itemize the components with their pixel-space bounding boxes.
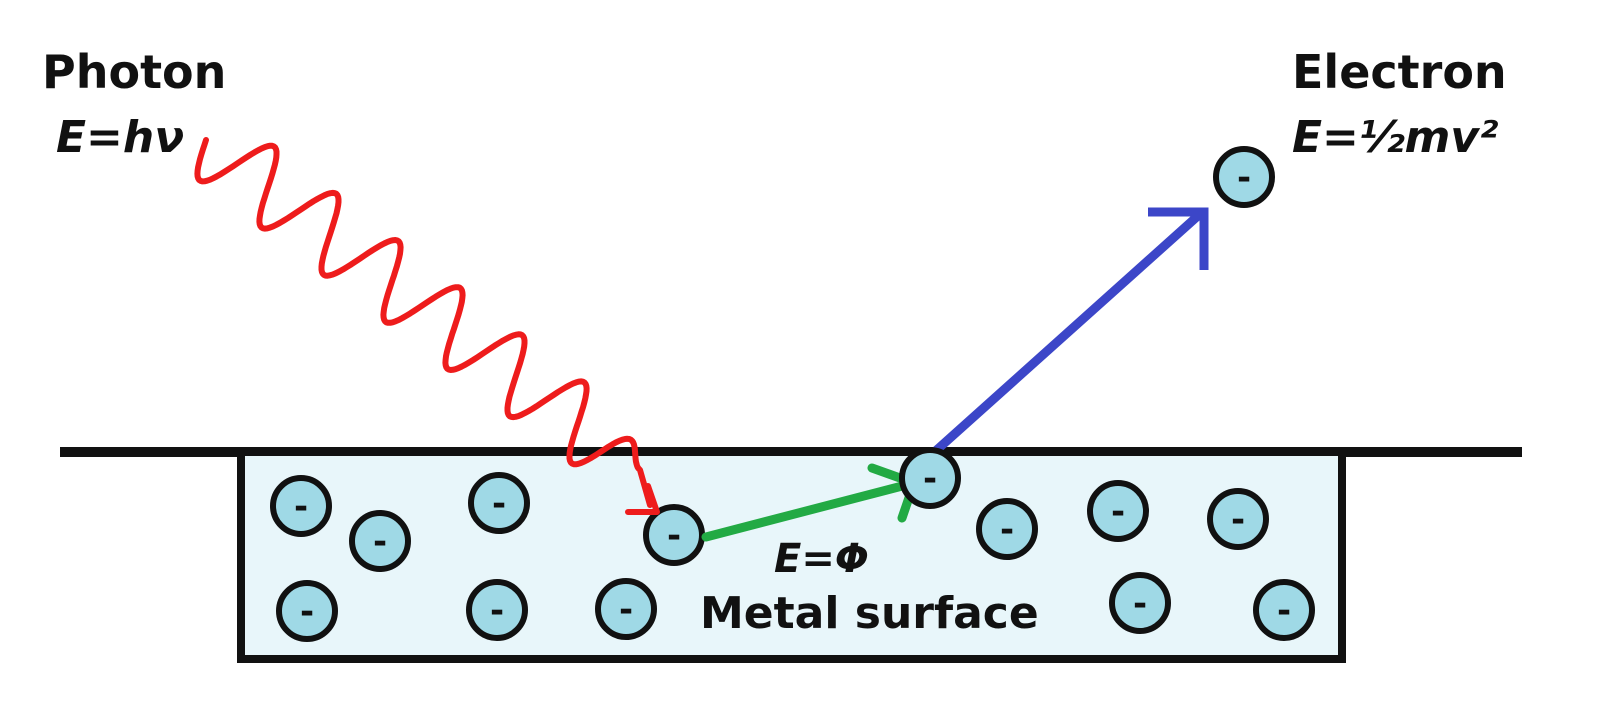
electron: -	[276, 580, 338, 642]
electron-sign: -	[490, 591, 504, 631]
electron: -	[1087, 480, 1149, 542]
electron: -	[1109, 572, 1171, 634]
electron-sign: -	[294, 487, 308, 527]
work-function-equation: E=Φ	[774, 536, 869, 582]
electron-sign: -	[1237, 158, 1251, 198]
electron-sign: -	[1111, 492, 1125, 532]
electron-sign: -	[1231, 500, 1245, 540]
electron: -	[270, 475, 332, 537]
electron: -	[643, 504, 705, 566]
surface-electron: -	[899, 447, 961, 509]
electron: -	[976, 498, 1038, 560]
photon-wave	[194, 137, 653, 508]
electron-sign: -	[1000, 510, 1014, 550]
ejected-electron: -	[1213, 146, 1275, 208]
photon-arrowhead	[625, 483, 660, 515]
electron-sign: -	[1133, 584, 1147, 624]
electron: -	[349, 510, 411, 572]
electron: -	[595, 578, 657, 640]
metal-surface-label: Metal surface	[700, 588, 1039, 639]
photon-title: Photon	[42, 45, 226, 99]
photon-equation: E=hν	[56, 112, 184, 163]
electron-sign: -	[923, 459, 937, 499]
electron-sign: -	[373, 522, 387, 562]
electron-sign: -	[492, 484, 506, 524]
work-function-arrow	[701, 479, 915, 542]
ejection-arrow	[925, 209, 1205, 461]
electron: -	[1253, 579, 1315, 641]
ejection-arrowhead	[1148, 207, 1209, 270]
electron-sign: -	[1277, 591, 1291, 631]
electron-title: Electron	[1292, 45, 1507, 99]
electron-sign: -	[300, 592, 314, 632]
electron-equation: E=½mv²	[1292, 112, 1498, 163]
electron: -	[1207, 488, 1269, 550]
electron-group: ------------	[270, 472, 1315, 642]
electron: -	[466, 579, 528, 641]
electron-sign: -	[667, 516, 681, 556]
electron-sign: -	[619, 590, 633, 630]
electron: -	[468, 472, 530, 534]
